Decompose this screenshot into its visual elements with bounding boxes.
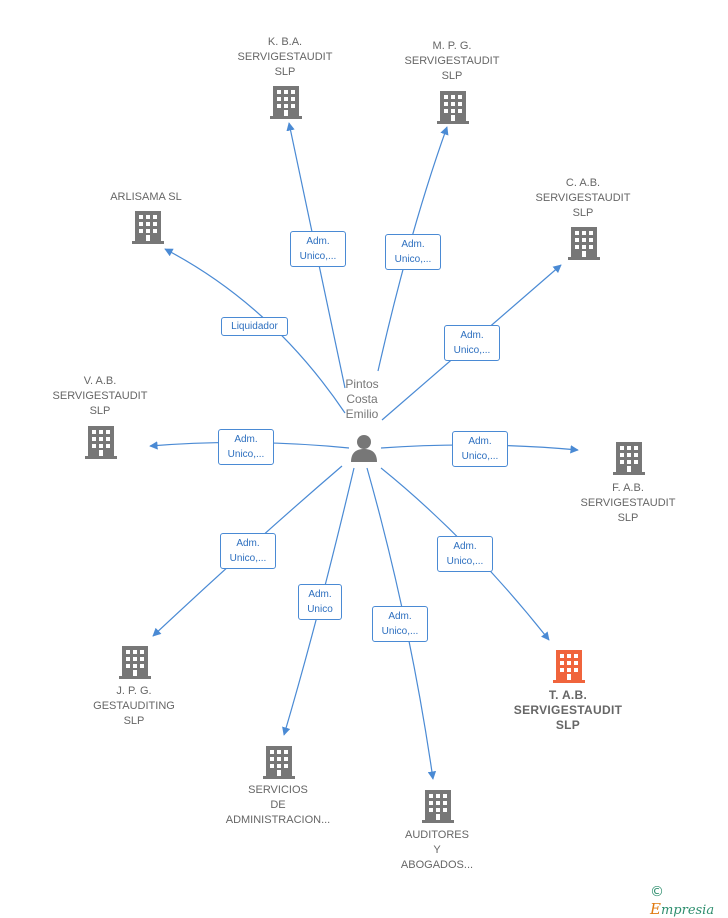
- person-icon[interactable]: [349, 433, 379, 463]
- edge-label-tab[interactable]: Adm. Unico,...: [437, 536, 493, 572]
- building-icon-servicios[interactable]: [263, 746, 295, 779]
- node-label-cab[interactable]: C. A.B. SERVIGESTAUDIT SLP: [535, 177, 631, 219]
- node-label-jpg[interactable]: J. P. G. GESTAUDITING SLP: [93, 685, 175, 727]
- building-icon-fab[interactable]: [613, 442, 645, 475]
- building-icon-kba[interactable]: [270, 86, 302, 119]
- brand-name: mpresia: [660, 903, 715, 918]
- edge-label-mpg[interactable]: Adm. Unico,...: [385, 234, 441, 270]
- node-label-mpg[interactable]: M. P. G. SERVIGESTAUDIT SLP: [404, 40, 500, 82]
- building-icon-cab[interactable]: [568, 227, 600, 260]
- node-label-vab[interactable]: V. A.B. SERVIGESTAUDIT SLP: [52, 375, 148, 417]
- node-label-tab[interactable]: T. A.B. SERVIGESTAUDIT SLP: [513, 688, 623, 732]
- building-icon-jpg[interactable]: [119, 646, 151, 679]
- building-icon-tab[interactable]: [553, 650, 585, 683]
- node-label-fab[interactable]: F. A.B. SERVIGESTAUDIT SLP: [580, 482, 676, 524]
- copyright-icon: ©: [650, 884, 664, 900]
- edge-label-kba[interactable]: Adm. Unico,...: [290, 231, 346, 267]
- node-label-arlisama[interactable]: ARLISAMA SL: [110, 191, 182, 203]
- edge-label-arlisama[interactable]: Liquidador: [221, 317, 288, 336]
- edge-label-auditores[interactable]: Adm. Unico,...: [372, 606, 428, 642]
- brand-initial: E: [650, 900, 661, 918]
- empresia-brand[interactable]: © Empresia: [650, 884, 728, 918]
- edge-label-jpg[interactable]: Adm. Unico,...: [220, 533, 276, 569]
- node-label-servicios[interactable]: SERVICIOS DE ADMINISTRACION...: [225, 784, 331, 826]
- node-label-auditores[interactable]: AUDITORES Y ABOGADOS...: [400, 829, 474, 871]
- edge-label-vab[interactable]: Adm. Unico,...: [218, 429, 274, 465]
- building-icon-arlisama[interactable]: [132, 211, 164, 244]
- building-icon-mpg[interactable]: [437, 91, 469, 124]
- edge-label-cab[interactable]: Adm. Unico,...: [444, 325, 500, 361]
- building-icon-vab[interactable]: [85, 426, 117, 459]
- node-label-kba[interactable]: K. B.A. SERVIGESTAUDIT SLP: [237, 36, 333, 78]
- center-person-label[interactable]: Pintos Costa Emilio: [345, 377, 379, 421]
- building-icon-auditores[interactable]: [422, 790, 454, 823]
- edge-label-servicios[interactable]: Adm. Unico: [298, 584, 342, 620]
- edge-label-fab[interactable]: Adm. Unico,...: [452, 431, 508, 467]
